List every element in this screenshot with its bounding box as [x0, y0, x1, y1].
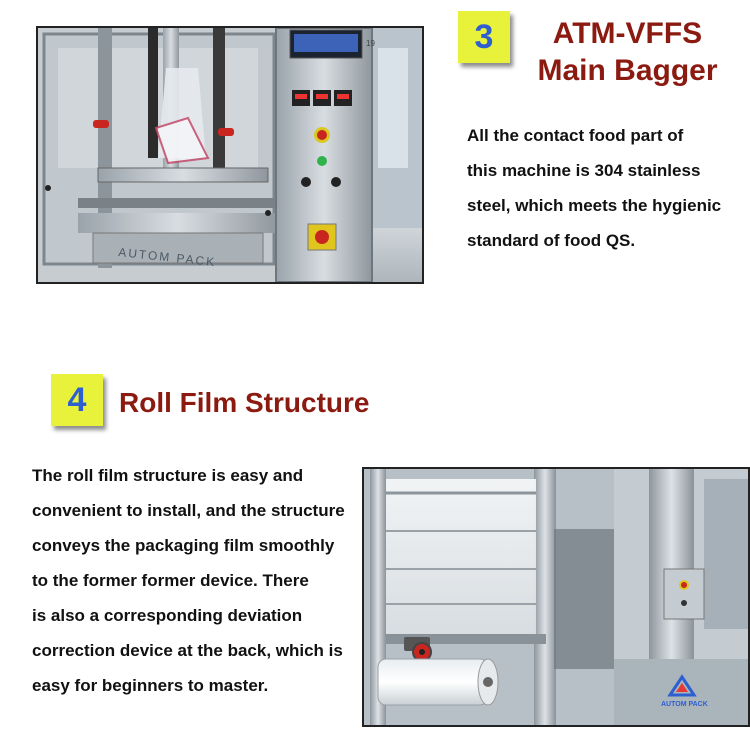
roll-film-structure-photo: AUTOM PACK: [362, 467, 750, 727]
panel-marking: 19: [366, 39, 375, 48]
section-4-number-badge: 4: [51, 374, 103, 426]
section-3-description-line: All the contact food part of: [467, 126, 684, 145]
section-4-description-line: conveys the packaging film smoothly: [32, 536, 335, 555]
section-3-description-line: standard of food QS.: [467, 231, 636, 250]
machine-photo-main-bagger: AUTOM PACK 19: [36, 26, 424, 284]
roll-film-structure-illustration: AUTOM PACK: [364, 469, 748, 725]
section-4-description-line: is also a corresponding deviation: [32, 606, 303, 625]
section-3-number-badge: 3: [458, 11, 510, 63]
section-3-description-line: this machine is 304 stainless: [467, 161, 701, 180]
section-4-description-line: convenient to install, and the structure: [32, 501, 345, 520]
section-4-description: The roll film structure is easy and conv…: [32, 458, 345, 703]
section-4-description-line: The roll film structure is easy and: [32, 466, 304, 485]
section-3-title: ATM-VFFS Main Bagger: [520, 15, 735, 89]
section-4-description-line: easy for beginners to master.: [32, 676, 269, 695]
section-4-title: Roll Film Structure: [119, 387, 370, 418]
section-3-description-line: steel, which meets the hygienic: [467, 196, 722, 215]
autom-pack-logo-text: AUTOM PACK: [661, 701, 708, 708]
section-3-title-line-2: Main Bagger: [537, 54, 718, 87]
machine-photo-main-bagger-illustration: AUTOM PACK 19: [38, 28, 422, 282]
section-3-title-line-1: ATM-VFFS: [552, 17, 703, 50]
section-3-description: All the contact food part of this machin…: [467, 118, 721, 258]
section-4-description-line: to the former former device. There: [32, 571, 309, 590]
section-4-description-line: correction device at the back, which is: [32, 641, 343, 660]
